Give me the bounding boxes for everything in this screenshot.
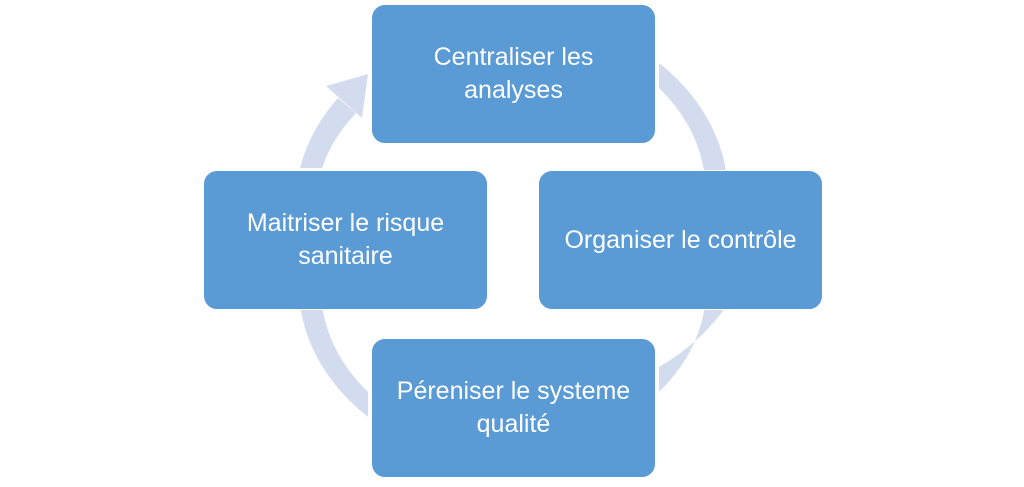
cycle-arc-top-right bbox=[659, 63, 727, 178]
node-maitriser-le-risque-sanitaire: Maitriser le risque sanitaire bbox=[203, 170, 488, 310]
cycle-arrowhead-icon bbox=[326, 74, 368, 118]
cycle-arc-bottom-left bbox=[300, 305, 368, 417]
node-label: Péreniser le systeme qualité bbox=[396, 377, 631, 438]
node-centraliser-les-analyses: Centraliser les analyses bbox=[371, 4, 656, 144]
node-label: Centraliser les analyses bbox=[433, 43, 594, 104]
node-label: Organiser le contrôle bbox=[564, 225, 797, 254]
node-label: Maitriser le risque sanitaire bbox=[246, 209, 445, 270]
node-pereniser-le-systeme-qualite: Péreniser le systeme qualité bbox=[371, 338, 656, 478]
node-organiser-le-controle: Organiser le contrôle bbox=[538, 170, 823, 310]
cycle-arc-right-bottom bbox=[659, 305, 727, 392]
cycle-arc-left-top bbox=[300, 98, 356, 168]
